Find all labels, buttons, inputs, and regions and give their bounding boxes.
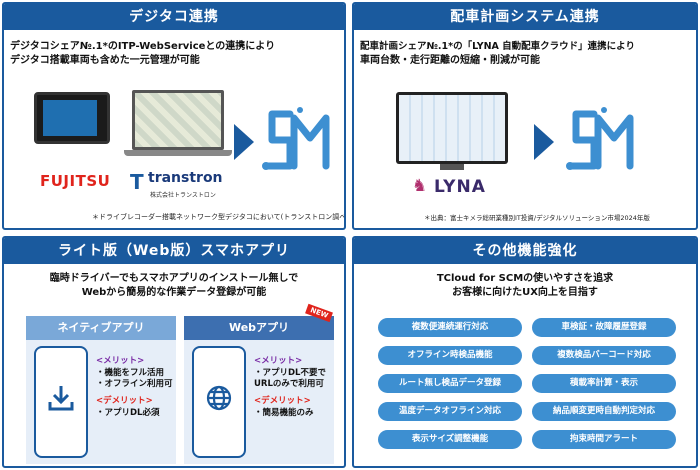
footnote: ＊ドライブレコーダー搭載ネットワーク型デジタコにおいて(トランストロン調べ) bbox=[92, 213, 346, 221]
panel-digitaco: デジタコ連携 デジタコシェア№.1*のITP-WebServiceとの連携により… bbox=[2, 2, 346, 230]
monitor-stand bbox=[440, 164, 464, 170]
device-image bbox=[34, 92, 110, 144]
panel-description-line1: 配車計画シェア№.1*の「LYNA 自動配車クラウド」連携により bbox=[360, 41, 635, 52]
download-icon bbox=[48, 386, 74, 411]
web-phone-image bbox=[192, 346, 246, 458]
panel-dispatch: 配車計画システム連携 配車計画シェア№.1*の「LYNA 自動配車クラウド」連携… bbox=[352, 2, 698, 230]
web-demerit-heading: <デメリット> bbox=[254, 396, 311, 406]
footnote: ＊出典：富士キメラ総研業種別IT投資/デジタルソリューション市場2024年版 bbox=[424, 214, 650, 222]
panel-title: ライト版（Web版）スマホアプリ bbox=[4, 238, 344, 264]
panel-title: その他機能強化 bbox=[354, 238, 696, 264]
panel-other-features: その他機能強化 TCloud for SCMの使いやすさを追求 お客様に向けたU… bbox=[352, 236, 698, 468]
native-merit-heading: <メリット> bbox=[96, 356, 145, 366]
feature-pill: 複数検品バーコード対応 bbox=[532, 346, 676, 365]
panel-description-line1: デジタコシェア№.1*のITP-WebServiceとの連携により bbox=[10, 41, 276, 52]
panel-description-line1: 臨時ドライバーでもスマホアプリのインストール無しで bbox=[49, 273, 299, 284]
feature-pill: 表示サイズ調整機能 bbox=[378, 430, 522, 449]
feature-pill: 積載率計算・表示 bbox=[532, 374, 676, 393]
web-app-tab: Webアプリ bbox=[184, 316, 334, 340]
transtron-logo-subtext: 株式会社トランストロン bbox=[150, 192, 216, 199]
panel-description-line2: お客様に向けたUX向上を目指す bbox=[452, 287, 598, 298]
lyna-mark-icon: ♞ bbox=[412, 176, 428, 196]
feature-pill: 温度データオフライン対応 bbox=[378, 402, 522, 421]
web-demerit-1: ・簡易機能のみ bbox=[254, 408, 314, 418]
panel-description-line2: 車両台数・走行距離の短縮・削減が可能 bbox=[360, 55, 540, 66]
panel-title: 配車計画システム連携 bbox=[354, 4, 696, 30]
laptop-image bbox=[132, 90, 224, 150]
web-merit-1: ・アプリDL不要で bbox=[254, 368, 326, 378]
native-phone-image bbox=[34, 346, 88, 458]
scm-logo-icon bbox=[262, 107, 330, 170]
fujitsu-logo: FUJITSU bbox=[40, 172, 111, 190]
web-merit-heading: <メリット> bbox=[254, 356, 303, 366]
arrow-right-icon bbox=[234, 124, 254, 160]
native-demerit-1: ・アプリDL必須 bbox=[96, 408, 160, 418]
globe-icon bbox=[206, 385, 232, 411]
panel-smartphone-app: ライト版（Web版）スマホアプリ 臨時ドライバーでもスマホアプリのインストール無… bbox=[2, 236, 346, 468]
panel-description-line2: デジタコ搭載車両も含めた一元管理が可能 bbox=[10, 55, 200, 66]
web-merit-2: URLのみで利用可 bbox=[254, 379, 324, 389]
feature-pill: 拘束時間アラート bbox=[532, 430, 676, 449]
native-merit-2: ・オフライン利用可 bbox=[96, 379, 173, 389]
native-merit-1: ・機能をフル活用 bbox=[96, 368, 165, 378]
feature-pill: オフライン時検品機能 bbox=[378, 346, 522, 365]
monitor-image bbox=[396, 92, 508, 164]
feature-pill: ルート無し検品データ登録 bbox=[378, 374, 522, 393]
transtron-logo: T transtron 株式会社トランストロン bbox=[130, 168, 240, 202]
panel-description-line2: Webから簡易的な作業データ登録が可能 bbox=[81, 287, 267, 298]
transtron-logo-text: transtron bbox=[148, 170, 223, 186]
feature-pill: 納品順変更時自動判定対応 bbox=[532, 402, 676, 421]
feature-pill: 車検証・故障履歴登録 bbox=[532, 318, 676, 337]
panel-title: デジタコ連携 bbox=[4, 4, 344, 30]
arrow-right-icon bbox=[534, 124, 554, 160]
native-demerit-heading: <デメリット> bbox=[96, 396, 153, 406]
native-app-tab: ネイティブアプリ bbox=[26, 316, 176, 340]
transtron-mark-icon: T bbox=[130, 170, 144, 194]
lyna-logo: ♞ LYNA bbox=[412, 176, 512, 202]
lyna-logo-text: LYNA bbox=[434, 177, 486, 197]
scm-logo-icon bbox=[566, 107, 634, 170]
feature-pill: 複数便連続運行対応 bbox=[378, 318, 522, 337]
panel-description-line1: TCloud for SCMの使いやすさを追求 bbox=[436, 273, 614, 284]
laptop-base bbox=[124, 150, 232, 156]
